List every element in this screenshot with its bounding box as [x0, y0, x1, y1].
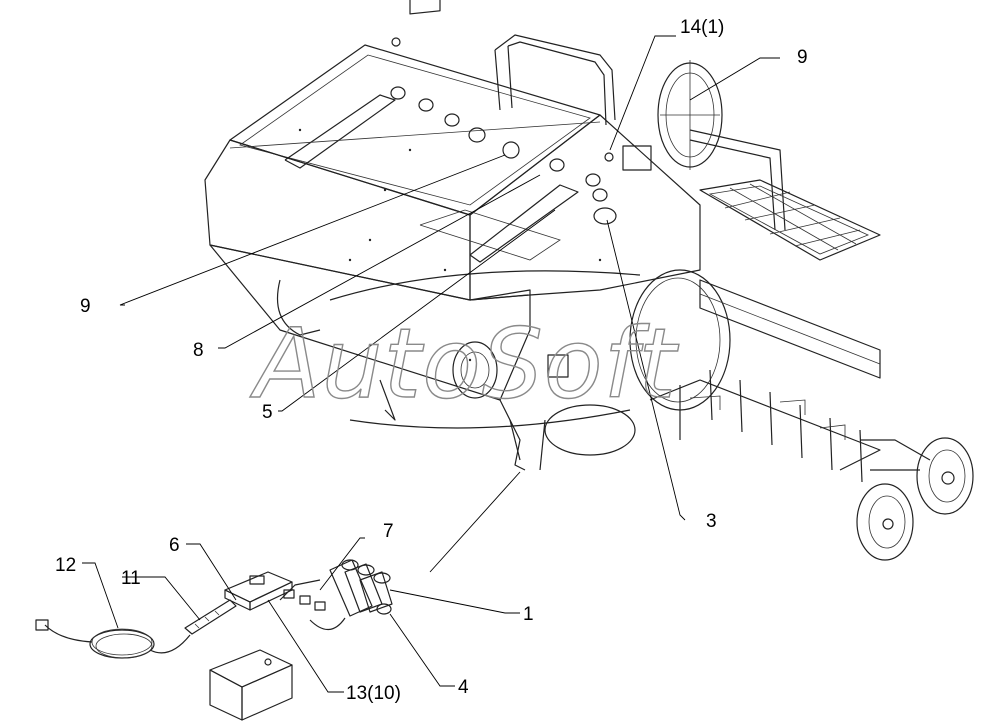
- callout-12: 12: [55, 555, 76, 576]
- callout-labels: 14(1) 9 9 8 5 3 7 6 12 11 1 4 13(10): [55, 17, 808, 704]
- handle-frame: [494, 34, 786, 231]
- callout-7: 7: [383, 521, 394, 542]
- sensor-box-top: [391, 0, 652, 171]
- machine-body: [204, 44, 701, 401]
- callout-5: 5: [262, 402, 273, 423]
- sensor-rings: [390, 86, 617, 225]
- watermark-text: AutoSoft: [249, 308, 679, 420]
- callout-9-top: 9: [797, 47, 808, 68]
- leader-lines: [82, 35, 780, 693]
- callout-6: 6: [169, 535, 180, 556]
- stand-legs: [499, 399, 546, 471]
- callout-11: 11: [121, 568, 141, 589]
- callout-9-left: 9: [80, 296, 91, 317]
- platform-grating: [699, 179, 881, 261]
- callout-14-1: 14(1): [680, 17, 724, 38]
- callout-3: 3: [706, 511, 717, 532]
- callout-8: 8: [193, 340, 204, 361]
- callout-13-10: 13(10): [346, 683, 401, 704]
- callout-1: 1: [523, 604, 534, 625]
- callout-4: 4: [458, 677, 469, 698]
- harness-kit: [35, 559, 393, 721]
- front-axle-tines: [649, 279, 931, 483]
- ground-wheels: [856, 437, 974, 561]
